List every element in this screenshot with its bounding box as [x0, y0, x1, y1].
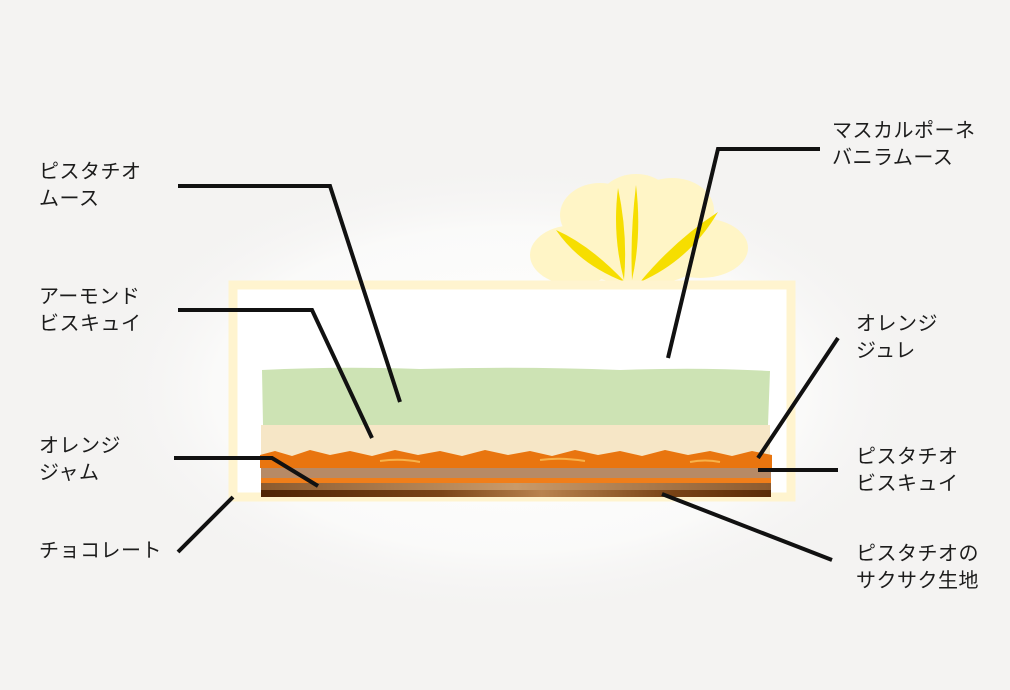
label-almond-biscuit: アーモンド ビスキュイ	[39, 284, 142, 335]
leader-almond-biscuit	[178, 308, 374, 439]
pistachio-sable-layer	[261, 483, 771, 491]
leader-pistachio-sable	[661, 492, 833, 562]
orange-jelly-layer	[261, 478, 771, 483]
label-orange-jelly: オレンジ ジュレ	[856, 311, 938, 362]
leader-pistachio-mousse	[178, 184, 402, 403]
leader-chocolate	[176, 495, 235, 554]
label-chocolate: チョコレート	[39, 538, 162, 562]
label-pistachio-biscuit: ピスタチオ ビスキュイ	[856, 444, 959, 495]
leader-orange-jam	[174, 456, 320, 488]
pistachio-mousse-layer	[262, 367, 770, 425]
flower-decoration	[530, 174, 748, 318]
almond-biscuit-layer	[261, 425, 770, 456]
label-pistachio-sable: ピスタチオの サクサク生地	[856, 541, 979, 592]
leader-mascarpone-mousse	[666, 147, 820, 359]
label-mascarpone-vanilla-mousse: マスカルポーネ バニラムース	[832, 118, 976, 169]
chocolate-layer	[261, 490, 771, 497]
leader-orange-jelly	[756, 336, 840, 460]
orange-jam-layer	[260, 450, 772, 468]
pistachio-biscuit-layer	[261, 468, 771, 479]
label-pistachio-mousse: ピスタチオ ムース	[39, 159, 142, 210]
leader-lines	[174, 147, 840, 562]
label-orange-jam: オレンジ ジャム	[39, 433, 121, 484]
